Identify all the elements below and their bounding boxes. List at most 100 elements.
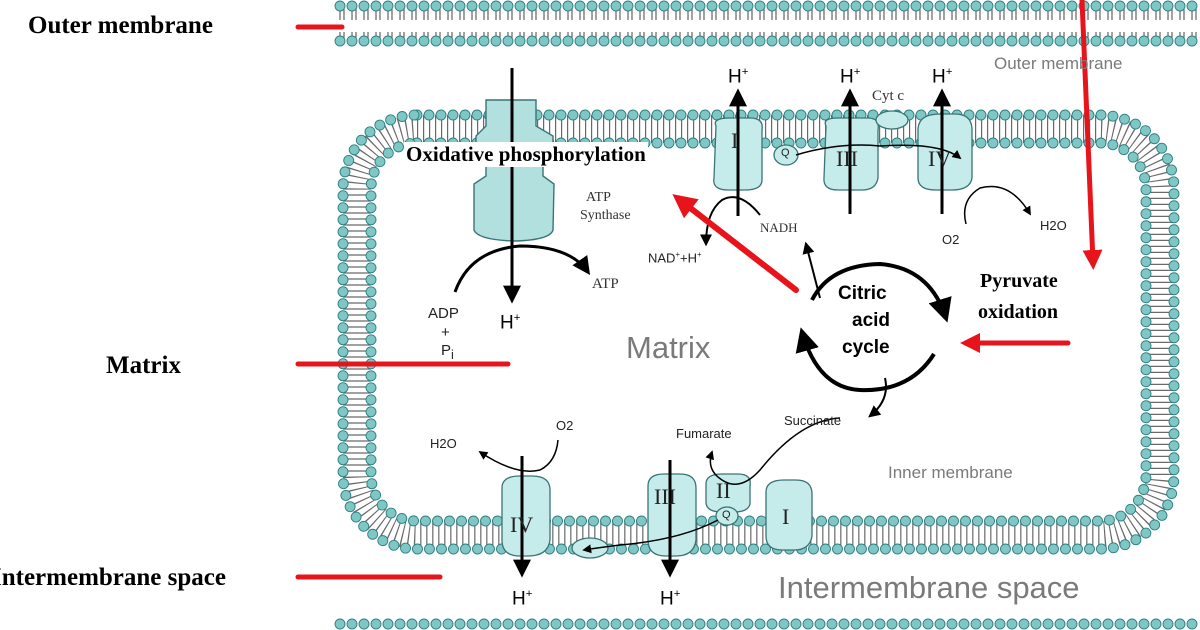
lipid-head: [1140, 292, 1152, 304]
lipid-head: [886, 35, 898, 47]
lipid-head: [400, 542, 411, 554]
lipid-head: [1042, 35, 1054, 47]
lipid-head: [1023, 137, 1035, 149]
lipid-head: [574, 0, 586, 12]
lipid-head: [1148, 133, 1160, 145]
lipid-head: [970, 618, 982, 630]
lipid-head: [742, 35, 754, 47]
lipid-head: [448, 543, 459, 555]
nad-text: NAD: [648, 250, 676, 266]
lipid-head: [1140, 316, 1152, 328]
lipid-head: [1092, 515, 1103, 527]
lipid-head: [365, 442, 377, 454]
lipid-head: [970, 0, 982, 12]
lipid-head: [898, 35, 910, 47]
lipid-head: [928, 543, 939, 555]
lipid-head: [1174, 618, 1186, 630]
lipid-head: [814, 618, 826, 630]
lipid-head: [1140, 400, 1152, 412]
lipid-head: [1168, 272, 1180, 284]
nad-h-plus-sup: +: [697, 250, 702, 259]
lipid-head: [1030, 0, 1042, 12]
lipid-head: [1090, 618, 1102, 630]
lipid-head: [1166, 164, 1177, 176]
lipid-head: [1162, 618, 1174, 630]
lipid-head: [1140, 412, 1152, 424]
lipid-head: [365, 346, 377, 358]
lipid-head: [1168, 308, 1180, 320]
cycle-label: cycle: [842, 337, 890, 358]
lipid-head: [1168, 428, 1180, 440]
lipid-head: [418, 618, 430, 630]
lipid-head: [864, 515, 875, 527]
lipid-head: [1140, 460, 1152, 472]
lipid-head: [1107, 110, 1119, 122]
lipid-head: [365, 430, 377, 442]
lipid-head: [1132, 494, 1144, 506]
lipid-head: [862, 618, 874, 630]
lipid-head: [1030, 35, 1042, 47]
lipid-head: [1168, 392, 1180, 404]
lipid-head: [358, 35, 370, 47]
lipid-head: [1140, 527, 1152, 539]
lipid-head: [795, 109, 807, 121]
lipid-head: [492, 515, 503, 527]
lipid-head: [687, 109, 699, 121]
lipid-head: [514, 0, 526, 12]
lipid-head: [658, 618, 670, 630]
lipid-head: [984, 515, 995, 527]
lipid-head: [658, 0, 670, 12]
lipid-head: [646, 618, 658, 630]
fumarate-label: Fumarate: [676, 426, 732, 441]
h-plus-top-3: H+: [932, 66, 952, 88]
lipid-head: [1006, 618, 1018, 630]
lipid-head: [1047, 109, 1059, 121]
lipid-head: [1168, 344, 1180, 356]
lipid-head: [586, 0, 598, 12]
lipid-head: [912, 515, 923, 527]
lipid-head: [1008, 515, 1019, 527]
lipid-head: [972, 515, 983, 527]
lipid-head: [365, 454, 377, 466]
lipid-head: [370, 35, 382, 47]
lipid-head: [365, 250, 377, 262]
lipid-head: [982, 0, 994, 12]
lipid-head: [1066, 0, 1078, 12]
lipid-head: [634, 0, 646, 12]
lipid-head: [718, 0, 730, 12]
lipid-head: [435, 109, 447, 121]
lipid-head: [442, 35, 454, 47]
lipid-head: [838, 35, 850, 47]
lipid-head: [922, 35, 934, 47]
lipid-head: [1042, 618, 1054, 630]
lipid-head: [574, 618, 586, 630]
lipid-head: [423, 109, 435, 121]
lipid-head: [337, 334, 349, 346]
lipid-head: [430, 35, 442, 47]
lipid-head: [634, 618, 646, 630]
lipid-head: [598, 618, 610, 630]
lipid-head: [868, 543, 879, 555]
lipid-head: [1140, 436, 1152, 448]
lipid-head: [490, 35, 502, 47]
lipid-head: [778, 618, 790, 630]
lipid-head: [1018, 0, 1030, 12]
lipid-head: [394, 35, 406, 47]
lipid-head: [862, 0, 874, 12]
cyt-c-icon: [875, 110, 909, 130]
lipid-head: [1156, 142, 1168, 154]
lipid-head: [814, 0, 826, 12]
lipid-head: [1018, 35, 1030, 47]
lipid-head: [888, 515, 899, 527]
lipid-head: [365, 214, 377, 226]
outer-membrane-top-heads: [334, 0, 1198, 47]
lipid-head: [795, 137, 807, 149]
citric-label: Citric: [838, 283, 887, 304]
lipid-head: [478, 618, 490, 630]
lipid-head: [365, 238, 377, 250]
complex-II-bottom-label: II: [716, 478, 731, 503]
lipid-head: [651, 109, 663, 121]
lipid-head: [337, 322, 349, 334]
lipid-head: [838, 0, 850, 12]
